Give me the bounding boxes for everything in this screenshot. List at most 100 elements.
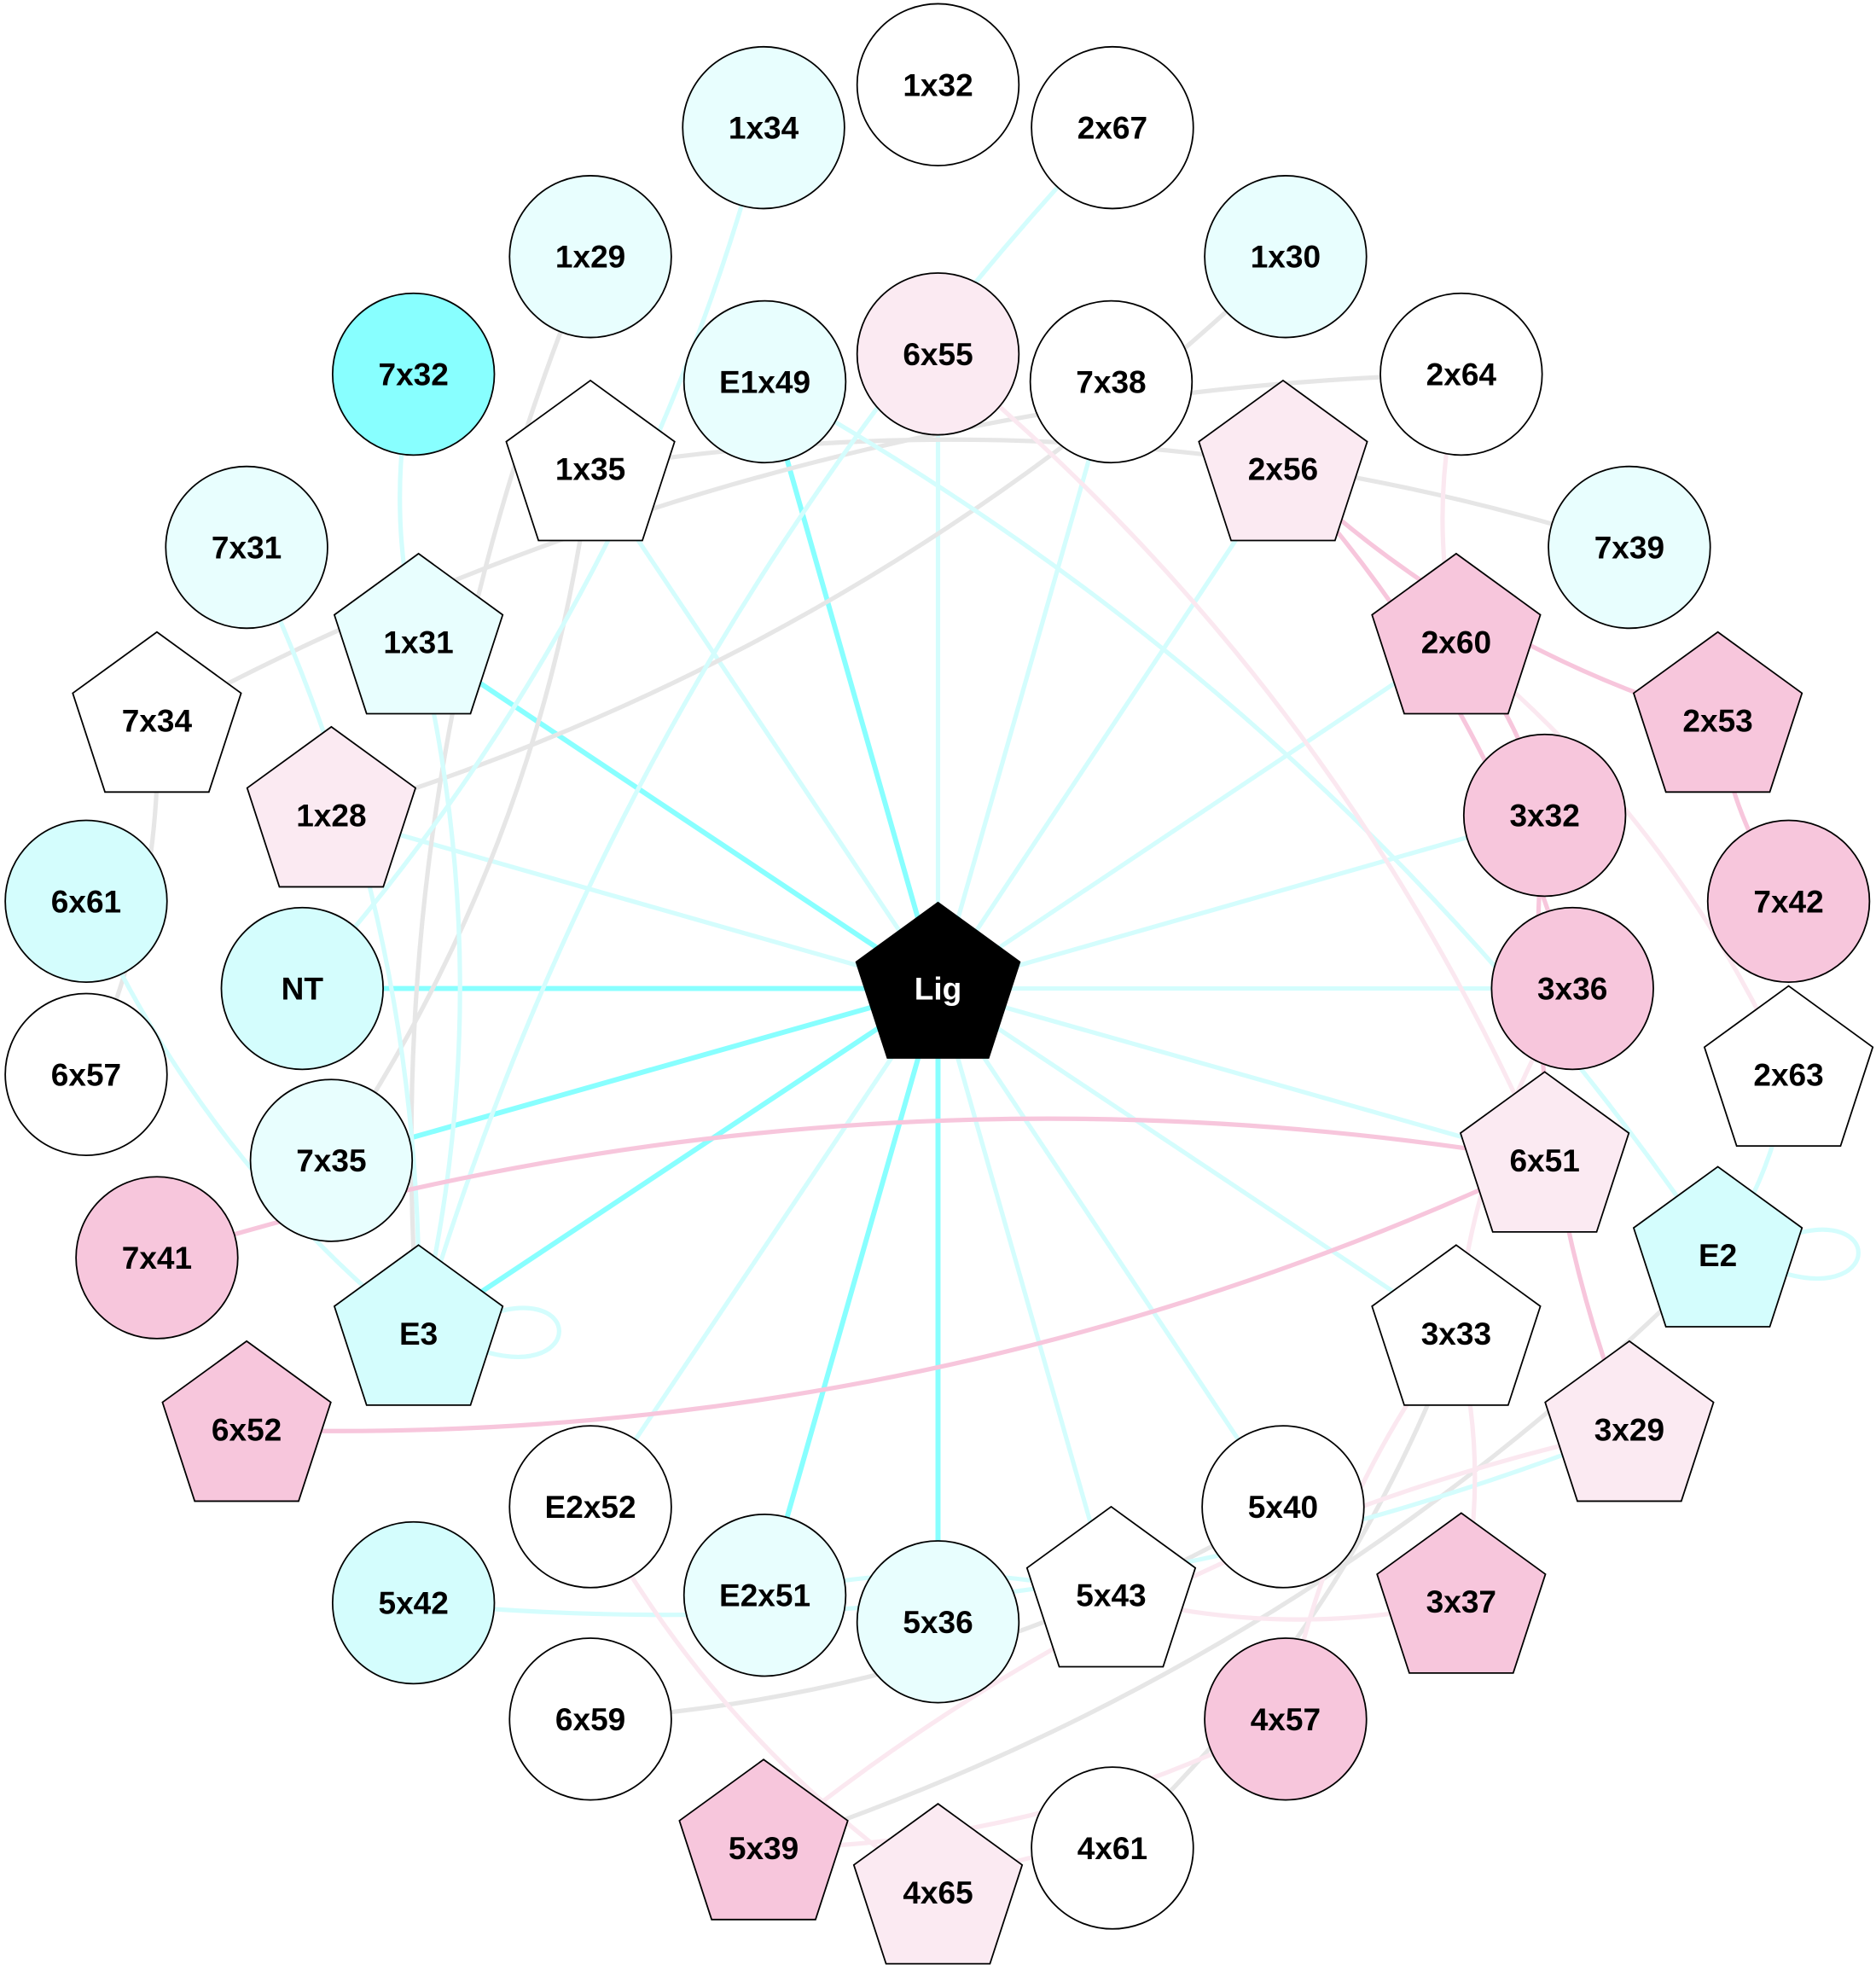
pentagon-shape (333, 552, 504, 715)
edge-Lig-E2x52 (588, 987, 940, 1508)
node-label: E2x52 (545, 1489, 636, 1525)
node-label: 7x34 (122, 702, 193, 738)
node-2x56[interactable]: 2x56 (1198, 379, 1368, 542)
node-6x59[interactable]: 6x59 (508, 1637, 672, 1801)
node-7x39[interactable]: 7x39 (1548, 465, 1711, 630)
circle-shape (508, 1637, 672, 1801)
node-2x60[interactable]: 2x60 (1371, 552, 1542, 715)
node-1x28[interactable]: 1x28 (246, 725, 417, 888)
node-label: 1x30 (1251, 239, 1321, 275)
circle-shape (508, 175, 672, 339)
node-5x42[interactable]: 5x42 (331, 1520, 496, 1685)
pentagon-shape (1376, 1512, 1547, 1674)
node-1x32[interactable]: 1x32 (856, 3, 1020, 166)
node-7x32[interactable]: 7x32 (331, 292, 496, 456)
node-7x38[interactable]: 7x38 (1029, 299, 1194, 464)
circle-shape (1204, 1637, 1368, 1801)
edge-Lig-7x35 (330, 985, 939, 1163)
node-3x36[interactable]: 3x36 (1490, 906, 1654, 1071)
node-label: 5x40 (1248, 1489, 1318, 1525)
node-2x53[interactable]: 2x53 (1632, 631, 1803, 793)
node-7x31[interactable]: 7x31 (165, 465, 328, 630)
node-label: 2x64 (1426, 357, 1497, 392)
node-1x30[interactable]: 1x30 (1204, 175, 1368, 339)
pentagon-shape (72, 631, 242, 793)
node-2x67[interactable]: 2x67 (1031, 45, 1194, 210)
edge-Lig-5x40 (936, 987, 1286, 1508)
circle-shape (1031, 45, 1194, 210)
edge-Lig-3x33 (937, 986, 1458, 1336)
node-6x57[interactable]: 6x57 (4, 992, 168, 1156)
node-2x63[interactable]: 2x63 (1703, 985, 1874, 1148)
node-label: 3x29 (1594, 1412, 1664, 1448)
node-5x36[interactable]: 5x36 (856, 1540, 1020, 1704)
node-e3[interactable]: E3 (333, 1244, 504, 1406)
node-label: 7x38 (1076, 363, 1146, 399)
node-label: NT (282, 971, 324, 1007)
pentagon-shape (333, 1244, 504, 1406)
node-7x42[interactable]: 7x42 (1706, 819, 1871, 984)
edge-1x34-NT (300, 126, 766, 991)
node-label: 6x52 (212, 1412, 282, 1448)
node-3x29[interactable]: 3x29 (1544, 1340, 1715, 1502)
node-4x61[interactable]: 4x61 (1031, 1766, 1194, 1930)
node-3x37[interactable]: 3x37 (1376, 1512, 1547, 1674)
node-4x65[interactable]: 4x65 (852, 1803, 1024, 1965)
circle-shape (331, 292, 496, 456)
node-label: 6x61 (51, 883, 121, 919)
circle-shape (249, 1078, 414, 1242)
edge-Lig-1x31 (416, 640, 940, 991)
edge-4x61-3x33 (1111, 1333, 1459, 1850)
pentagon-shape (1459, 1071, 1630, 1233)
node-2x64[interactable]: 2x64 (1379, 292, 1543, 456)
node-6x51[interactable]: 6x51 (1459, 1071, 1630, 1233)
node-label: 2x53 (1682, 702, 1752, 738)
node-6x52[interactable]: 6x52 (161, 1340, 332, 1502)
node-label: 2x56 (1248, 451, 1318, 487)
node-label: 6x51 (1509, 1142, 1579, 1178)
node-label: 1x34 (729, 110, 799, 146)
circle-shape (1490, 906, 1654, 1071)
edge-1x35-7x35 (329, 468, 593, 1162)
node-e2x52[interactable]: E2x52 (508, 1425, 672, 1589)
node-6x55[interactable]: 6x55 (856, 272, 1020, 436)
node-label: 2x67 (1077, 110, 1147, 146)
node-7x34[interactable]: 7x34 (72, 631, 242, 793)
node-e2x51[interactable]: E2x51 (682, 1513, 847, 1677)
node-1x31[interactable]: 1x31 (333, 552, 504, 715)
node-7x35[interactable]: 7x35 (249, 1078, 414, 1242)
node-5x40[interactable]: 5x40 (1201, 1425, 1365, 1589)
circle-shape (856, 272, 1020, 436)
edge-6x55-6x51 (936, 352, 1548, 1162)
edge-Lig-3x32 (937, 813, 1546, 991)
node-lig[interactable]: Lig (855, 901, 1021, 1059)
circle-shape (75, 1176, 239, 1340)
node-3x32[interactable]: 3x32 (1462, 733, 1627, 898)
circle-shape (508, 1425, 672, 1589)
pentagon-shape (1544, 1340, 1715, 1502)
node-label: 7x32 (378, 357, 448, 392)
node-3x33[interactable]: 3x33 (1371, 1244, 1542, 1406)
node-1x29[interactable]: 1x29 (508, 175, 672, 339)
node-7x41[interactable]: 7x41 (75, 1176, 239, 1340)
circle-shape (4, 992, 168, 1156)
node-label: 5x43 (1076, 1578, 1146, 1613)
circle-shape (1204, 175, 1368, 339)
node-label: 1x29 (555, 239, 625, 275)
node-e2[interactable]: E2 (1632, 1165, 1803, 1328)
node-nt[interactable]: NT (220, 906, 385, 1071)
node-label: 4x65 (903, 1874, 973, 1910)
node-1x35[interactable]: 1x35 (505, 379, 676, 542)
node-5x43[interactable]: 5x43 (1025, 1505, 1197, 1668)
pentagon-shape (1371, 1244, 1542, 1406)
node-label: 6x59 (555, 1701, 625, 1737)
node-e1x49[interactable]: E1x49 (682, 299, 847, 464)
edge-Lig-5x43 (936, 987, 1113, 1596)
node-6x61[interactable]: 6x61 (4, 819, 168, 984)
edge-E1x49-E2 (764, 380, 1720, 1257)
pentagon-shape (1632, 631, 1803, 793)
node-1x34[interactable]: 1x34 (682, 45, 845, 210)
edge-Lig-2x56 (936, 468, 1286, 990)
node-5x39[interactable]: 5x39 (678, 1758, 849, 1921)
node-4x57[interactable]: 4x57 (1204, 1637, 1368, 1801)
